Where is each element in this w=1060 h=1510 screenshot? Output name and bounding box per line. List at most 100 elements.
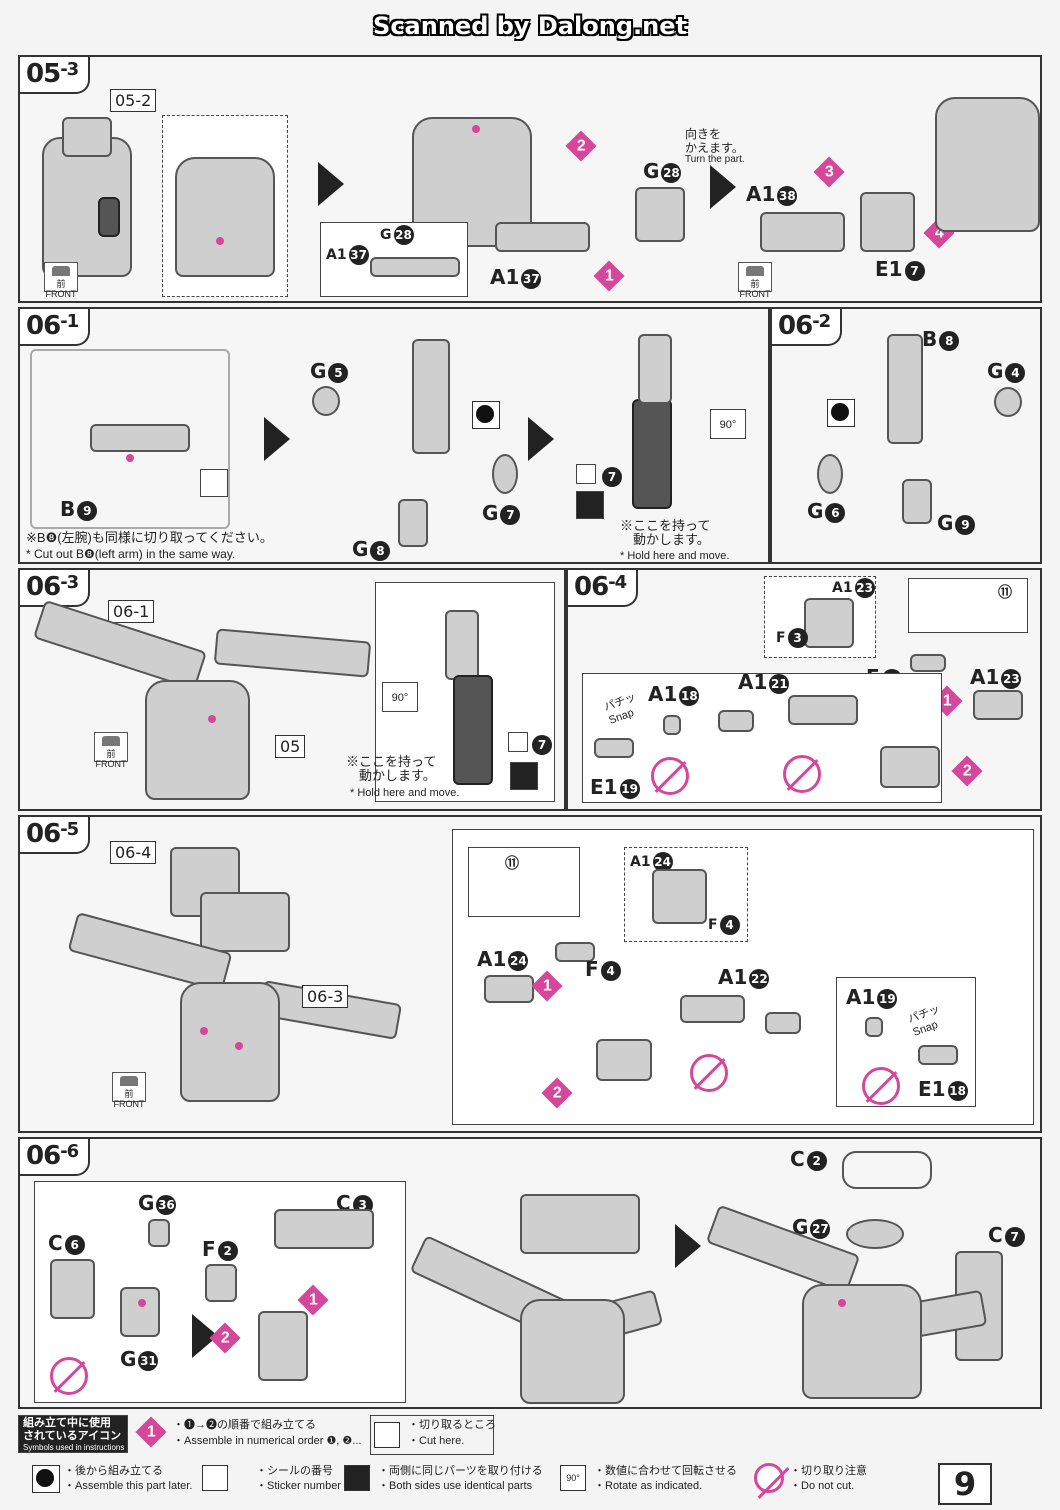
part-c3-lower (258, 1311, 308, 1381)
shoulder-part-2 (200, 892, 290, 952)
legend-sticker-en: ・Sticker number (256, 1480, 341, 1492)
arm-upper-part (638, 334, 672, 404)
sticker-icon (202, 1465, 228, 1491)
sticker-box (908, 578, 1028, 633)
hold-note-jp: ※ここを持って 動かします。 (346, 754, 437, 783)
part-a138 (760, 212, 845, 252)
front-icon: 前 FRONT (112, 1072, 146, 1109)
connector-dot (138, 1299, 146, 1307)
arm-on-runner (90, 424, 190, 452)
sticker-icon (508, 732, 528, 752)
part-shoulder (596, 1039, 652, 1081)
do-not-cut-icon (862, 1067, 900, 1105)
legend-later-en: ・Assemble this part later. (64, 1480, 193, 1492)
both-sides-icon (344, 1465, 370, 1491)
legend-nocut-en: ・Do not cut. (790, 1480, 855, 1492)
step-06-3-panel: 06-3 06-1 05 前 FRONT 90° 7 ※ここを持って 動かします… (18, 568, 566, 811)
legend-both-en: ・Both sides use identical parts (378, 1480, 533, 1492)
torso-part (145, 680, 250, 800)
arm-part (412, 339, 450, 454)
legend-later-jp: ・後から組み立てる (64, 1465, 163, 1477)
arm-upper-part (445, 610, 479, 680)
chest-block (62, 117, 112, 157)
connector-dot (208, 715, 216, 723)
step-order-icon: 1 (135, 1416, 167, 1448)
torso-part (520, 1299, 625, 1404)
part-a119 (865, 1017, 883, 1037)
torso-part (180, 982, 280, 1102)
torso-final (802, 1284, 922, 1399)
part-a123 (973, 690, 1023, 720)
part-f4 (555, 942, 595, 962)
arm-dark-part (632, 399, 672, 509)
assemble-later-icon (827, 399, 855, 427)
arm-dark-part (453, 675, 493, 785)
sticker-number: ⑪11 (505, 856, 519, 872)
flow-arrow (528, 417, 554, 461)
part-a124-detail (652, 869, 707, 924)
connector-dot (200, 1027, 208, 1035)
front-icon: 前 FRONT (738, 262, 772, 299)
part-a122 (680, 995, 745, 1023)
step-number: 06-4 (568, 570, 639, 607)
turn-note: 向きを かえます。 (685, 127, 744, 155)
reference-label: 06-4 (110, 841, 157, 864)
legend-cut-box (370, 1415, 494, 1455)
legend-rotate-jp: ・数値に合わせて回転させる (594, 1465, 737, 1477)
legend-title-en: Symbols used in instructions (23, 1443, 125, 1452)
part-g6 (817, 454, 843, 494)
arm-part (887, 334, 923, 444)
do-not-cut-icon (754, 1463, 784, 1493)
front-icon: 前 FRONT (44, 262, 78, 299)
part-a122b (765, 1012, 801, 1034)
legend-nocut-jp: ・切り取り注意 (790, 1465, 867, 1477)
hold-note-en: * Hold here and move. (350, 787, 460, 799)
part-g7 (492, 454, 518, 494)
part-e119 (594, 738, 634, 758)
do-not-cut-icon (783, 755, 821, 793)
sticker-number: 7 (530, 731, 552, 755)
part-c6 (50, 1259, 95, 1319)
sticker-box (468, 847, 580, 917)
connector-dot (216, 237, 224, 245)
arm-left (705, 1204, 861, 1294)
hold-note-en: * Hold here and move. (620, 550, 730, 562)
part-e118 (918, 1045, 958, 1065)
arm-right (213, 628, 372, 678)
part-a118 (663, 715, 681, 735)
icon-legend: 組み立て中に使用 されているアイコン Symbols used in instr… (18, 1415, 1042, 1497)
legend-cut-jp: ・切り取るところ (408, 1419, 496, 1431)
part-g4 (994, 387, 1022, 417)
connector-dot (235, 1042, 243, 1050)
legend-title-box: 組み立て中に使用 されているアイコン Symbols used in instr… (18, 1415, 128, 1453)
legend-sticker-jp: ・シールの番号 (256, 1465, 333, 1477)
legend-both-jp: ・両側に同じパーツを取り付ける (378, 1465, 543, 1477)
connector-dot (472, 125, 480, 133)
part-a121 (718, 710, 754, 732)
rotate-icon: 90° (382, 682, 418, 712)
do-not-cut-icon (50, 1357, 88, 1395)
note-jp: ※B❽(左腕)も同様に切り取ってください。 (26, 530, 273, 545)
